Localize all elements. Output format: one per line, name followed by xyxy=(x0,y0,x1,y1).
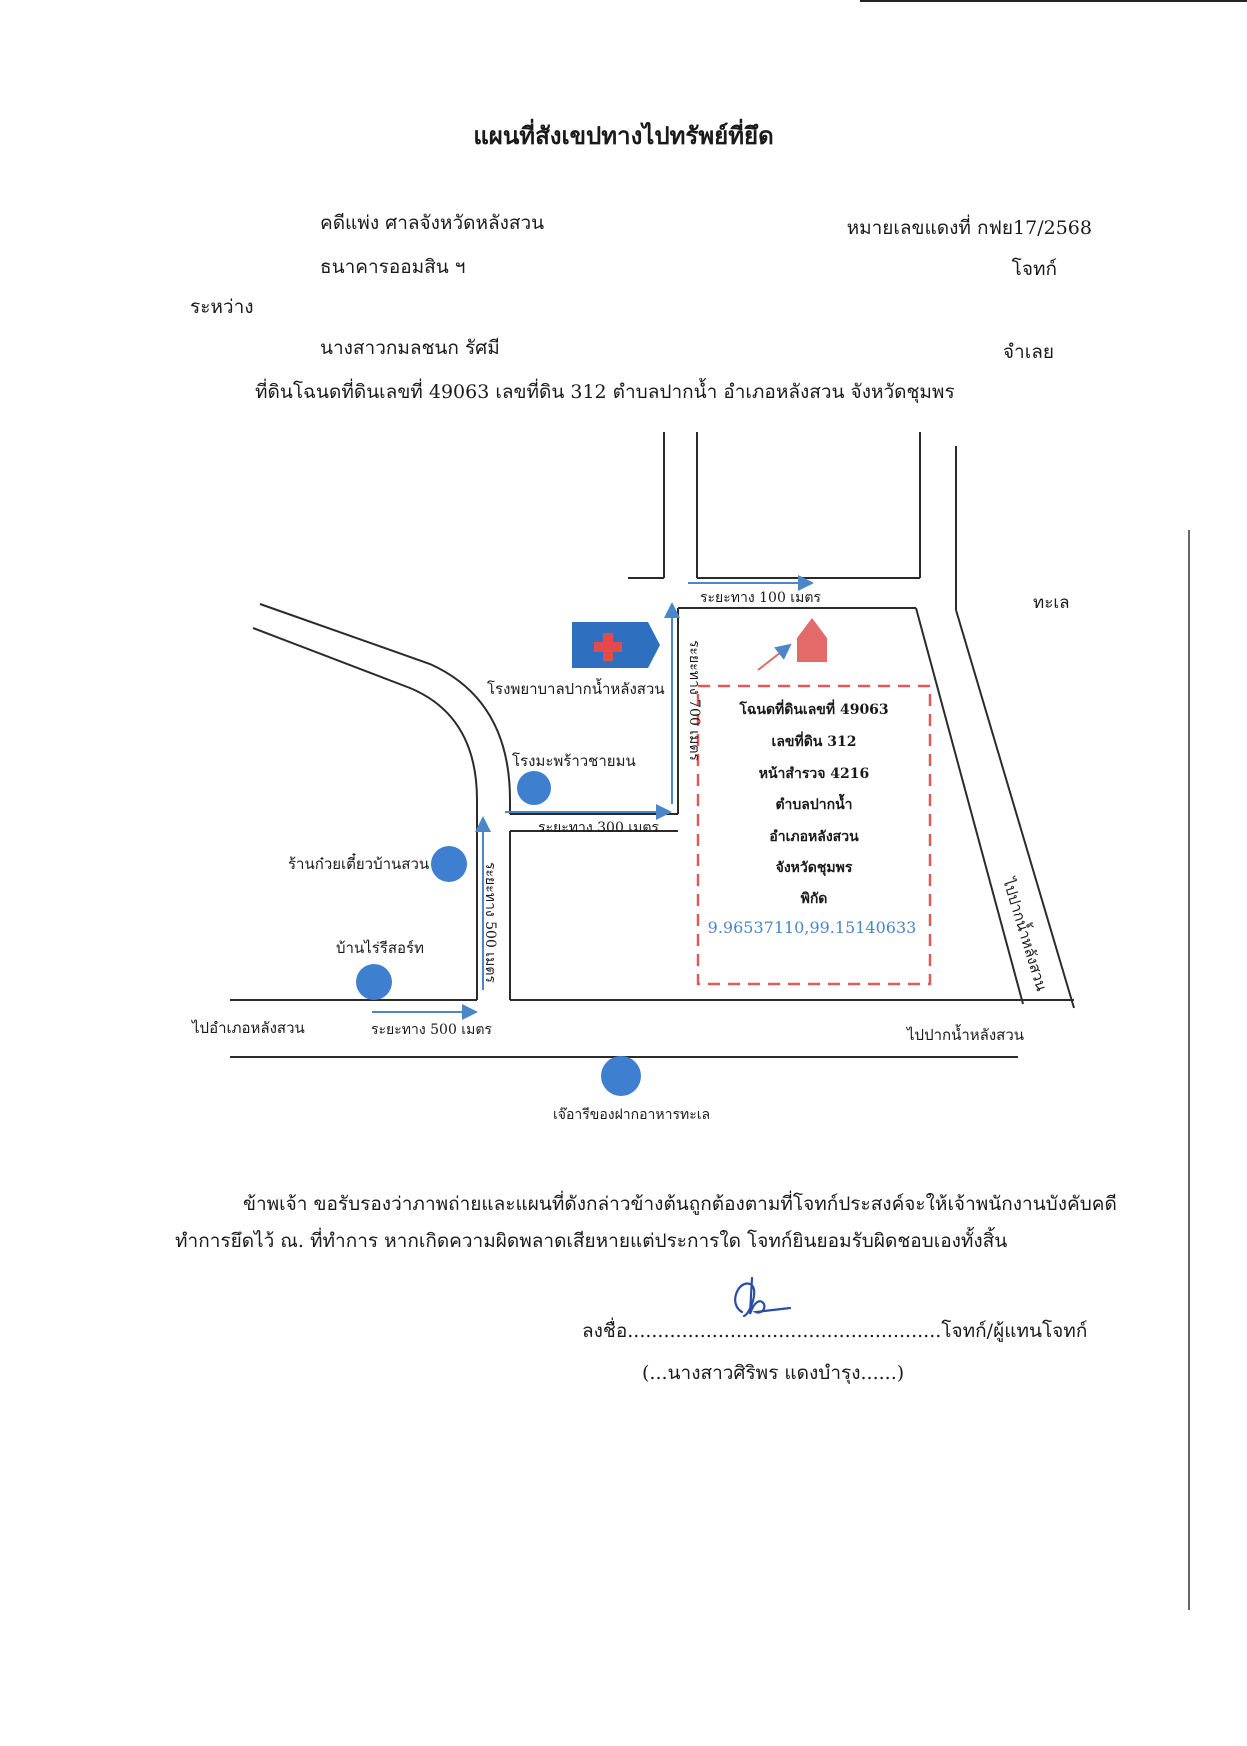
marker-resort-icon xyxy=(356,964,392,1000)
land-description: ที่ดินโฉนดที่ดินเลขที่ 49063 เลขที่ดิน 3… xyxy=(255,381,955,403)
label-dist-300: ระยะทาง 300 เมตร xyxy=(538,820,659,836)
parcel-district: อำเภอหลังสวน xyxy=(769,829,859,845)
label-dist-500-vertical: ระยะทาง 500 เมตร xyxy=(482,862,498,983)
signer-name: (...นางสาวศิริพร แดงบำรุง......) xyxy=(642,1362,905,1384)
label-dist-500-horizontal: ระยะทาง 500 เมตร xyxy=(371,1022,492,1038)
between-label: ระหว่าง xyxy=(190,296,254,318)
parcel-province: จังหวัดชุมพร xyxy=(776,860,853,876)
road-curve-inner xyxy=(252,627,478,1000)
case-number: หมายเลขแดงที่ กฟย17/2568 xyxy=(846,217,1092,239)
label-hospital: โรงพยาบาลปากน้ำหลังสวน xyxy=(487,678,665,698)
label-noodle-shop: ร้านก๋วยเตี๋ยวบ้านสวน xyxy=(288,852,429,873)
label-to-district: ไปอำเภอหลังสวน xyxy=(191,1019,305,1037)
label-coconut-factory: โรงมะพร้าวชายมน xyxy=(512,752,636,770)
land-parcel-boundary xyxy=(696,684,932,986)
defendant-name: นางสาวกมลชนก รัศมี xyxy=(320,337,500,359)
parcel-survey-page: หน้าสำรวจ 4216 xyxy=(759,766,870,782)
parcel-coords-label: พิกัด xyxy=(801,891,828,907)
label-to-paknam: ไปปากน้ำหลังสวน xyxy=(906,1024,1024,1044)
case-court: คดีแพ่ง ศาลจังหวัดหลังสวน xyxy=(320,212,545,234)
document-title: แผนที่สังเขปทางไปทรัพย์ที่ยึด xyxy=(473,121,774,150)
label-to-paknam-diagonal: ไปปากน้ำหลังสวน xyxy=(999,874,1053,993)
parcel-details: โฉนดที่ดินเลขที่ 49063 เลขที่ดิน 312 หน้… xyxy=(738,699,888,907)
scan-border-right xyxy=(1188,530,1190,1610)
marker-noodle-shop-icon xyxy=(431,846,467,882)
road-east-diagonal-inner xyxy=(915,607,1024,1005)
label-dist-100: ระยะทาง 100 เมตร xyxy=(700,590,821,606)
signature-dots: ........................................… xyxy=(627,1320,942,1342)
distance-arrows xyxy=(372,575,814,1020)
label-dist-700: ระยะทาง 700 เมตร xyxy=(686,640,702,761)
label-sea: ทะเล xyxy=(1033,593,1070,613)
roads xyxy=(230,432,1075,1058)
handwritten-signature xyxy=(734,1276,792,1318)
marker-coconut-factory-icon xyxy=(517,771,551,805)
parcel-coordinates: 9.96537110,99.15140633 xyxy=(708,918,917,937)
parcel-deed-number: โฉนดที่ดินเลขที่ 49063 xyxy=(738,699,888,718)
road-east-diagonal-outer xyxy=(955,609,1075,1009)
certification-paragraph: ข้าพเจ้า ขอรับรองว่าภาพถ่ายและแผนที่ดังก… xyxy=(175,1193,1117,1253)
house-icon xyxy=(757,618,827,671)
signature-prefix: ลงชื่อ xyxy=(582,1320,628,1342)
defendant-role: จำเลย xyxy=(1002,341,1054,363)
parcel-land-number: เลขที่ดิน 312 xyxy=(772,731,857,750)
scan-border-top xyxy=(860,0,1247,2)
label-resort: บ้านไร่รีสอร์ท xyxy=(336,939,424,957)
hospital-sign-icon xyxy=(572,622,660,668)
marker-seafood-shop-icon xyxy=(601,1056,641,1096)
label-seafood-shop: เจ๊อารีของฝากอาหารทะเล xyxy=(553,1107,710,1123)
road-curve-outer xyxy=(259,603,511,814)
signature-suffix: โจทก์/ผู้แทนโจทก์ xyxy=(941,1320,1088,1342)
parcel-subdistrict: ตำบลปากน้ำ xyxy=(775,793,852,813)
plaintiff-role: โจทก์ xyxy=(1011,258,1057,280)
signature-line: ลงชื่อ..................................… xyxy=(582,1316,1087,1346)
plaintiff-name: ธนาคารออมสิน ฯ xyxy=(320,256,466,278)
location-markers xyxy=(356,771,641,1096)
